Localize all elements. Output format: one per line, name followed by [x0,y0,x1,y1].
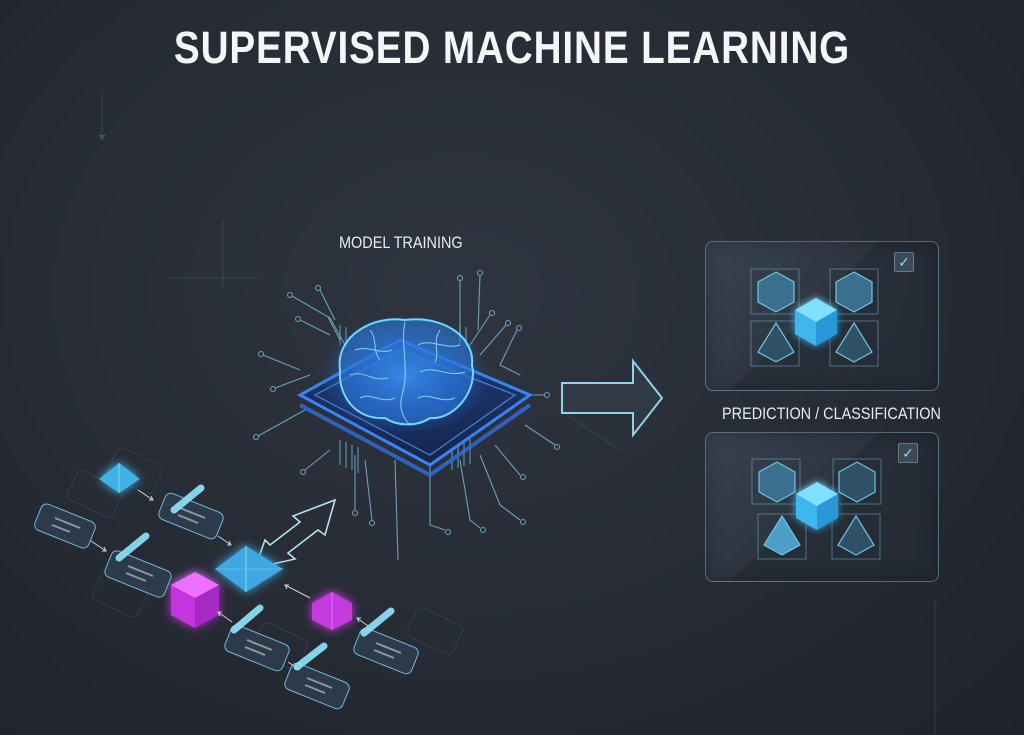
model-training-label: MODEL TRAINING [339,233,463,252]
checkbox-icon[interactable]: ✓ [898,443,918,463]
cube-icon [796,482,838,530]
hexagon-icon [758,461,796,503]
label-card [224,624,290,672]
right-arrow-icon [561,358,664,438]
cube-magenta-icon [171,572,219,628]
pyramid-icon [99,463,140,493]
kite-icon [837,514,875,556]
checkbox-icon[interactable]: ✓ [894,252,914,272]
label-card [353,627,419,675]
kite-icon [757,321,795,363]
hexagon-icon [835,271,873,313]
label-card [104,550,172,598]
cube-icon [795,298,837,346]
kite-icon [835,321,873,363]
hexagon-icon [757,271,795,313]
label-card [284,662,350,710]
label-card [158,492,224,540]
hexagon-icon [838,461,876,503]
kite-icon [763,514,801,556]
prediction-classification-label: PREDICTION / CLASSIFICATION [722,404,941,423]
pyramid-large-icon [215,546,283,592]
label-card [34,503,96,549]
cube-magenta-small-icon [312,592,352,630]
page-title: SUPERVISED MACHINE LEARNING [173,22,851,73]
